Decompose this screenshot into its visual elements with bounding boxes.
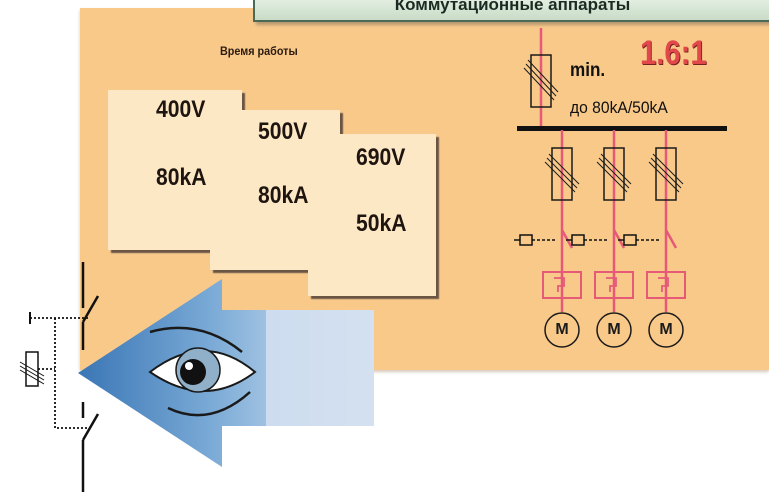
fuse-icon — [551, 147, 573, 201]
feeder-3 — [618, 130, 686, 348]
card-voltage: 400V — [156, 96, 206, 123]
panel-title: Коммутационные аппараты — [253, 0, 769, 22]
feeder-2 — [566, 130, 634, 348]
rating-card-690v: 690V 50kA — [308, 134, 436, 296]
arrow-tail — [266, 310, 374, 426]
contactor-icon — [618, 229, 678, 249]
card-current: 80kA — [156, 164, 207, 191]
feeder-1 — [514, 130, 582, 348]
busbar — [517, 126, 727, 131]
fuse-icon — [655, 147, 677, 201]
main-fuse-icon — [523, 28, 559, 128]
motor-label: M — [555, 321, 569, 338]
motor-label: M — [607, 321, 621, 338]
motor-icon — [596, 312, 632, 348]
contactor-icon — [514, 229, 574, 249]
card-current: 50kA — [356, 210, 407, 237]
relay-icon — [594, 271, 634, 299]
range-label: до 80kA/50kA — [570, 98, 668, 117]
contactor-icon — [566, 229, 626, 249]
selectivity-ratio: 1.6:1 — [640, 34, 707, 72]
motor-icon — [648, 312, 684, 348]
card-voltage: 690V — [356, 144, 406, 171]
work-time-label: Время работы — [220, 44, 298, 58]
relay-icon — [646, 271, 686, 299]
motor-icon — [544, 312, 580, 348]
card-current: 80kA — [258, 182, 309, 209]
motor-label: M — [659, 321, 673, 338]
eye-icon — [148, 326, 257, 417]
disconnector-icon — [19, 262, 100, 492]
card-voltage: 500V — [258, 118, 308, 145]
relay-icon — [542, 271, 582, 299]
fuse-icon — [603, 147, 625, 201]
min-label: min. — [570, 60, 606, 81]
